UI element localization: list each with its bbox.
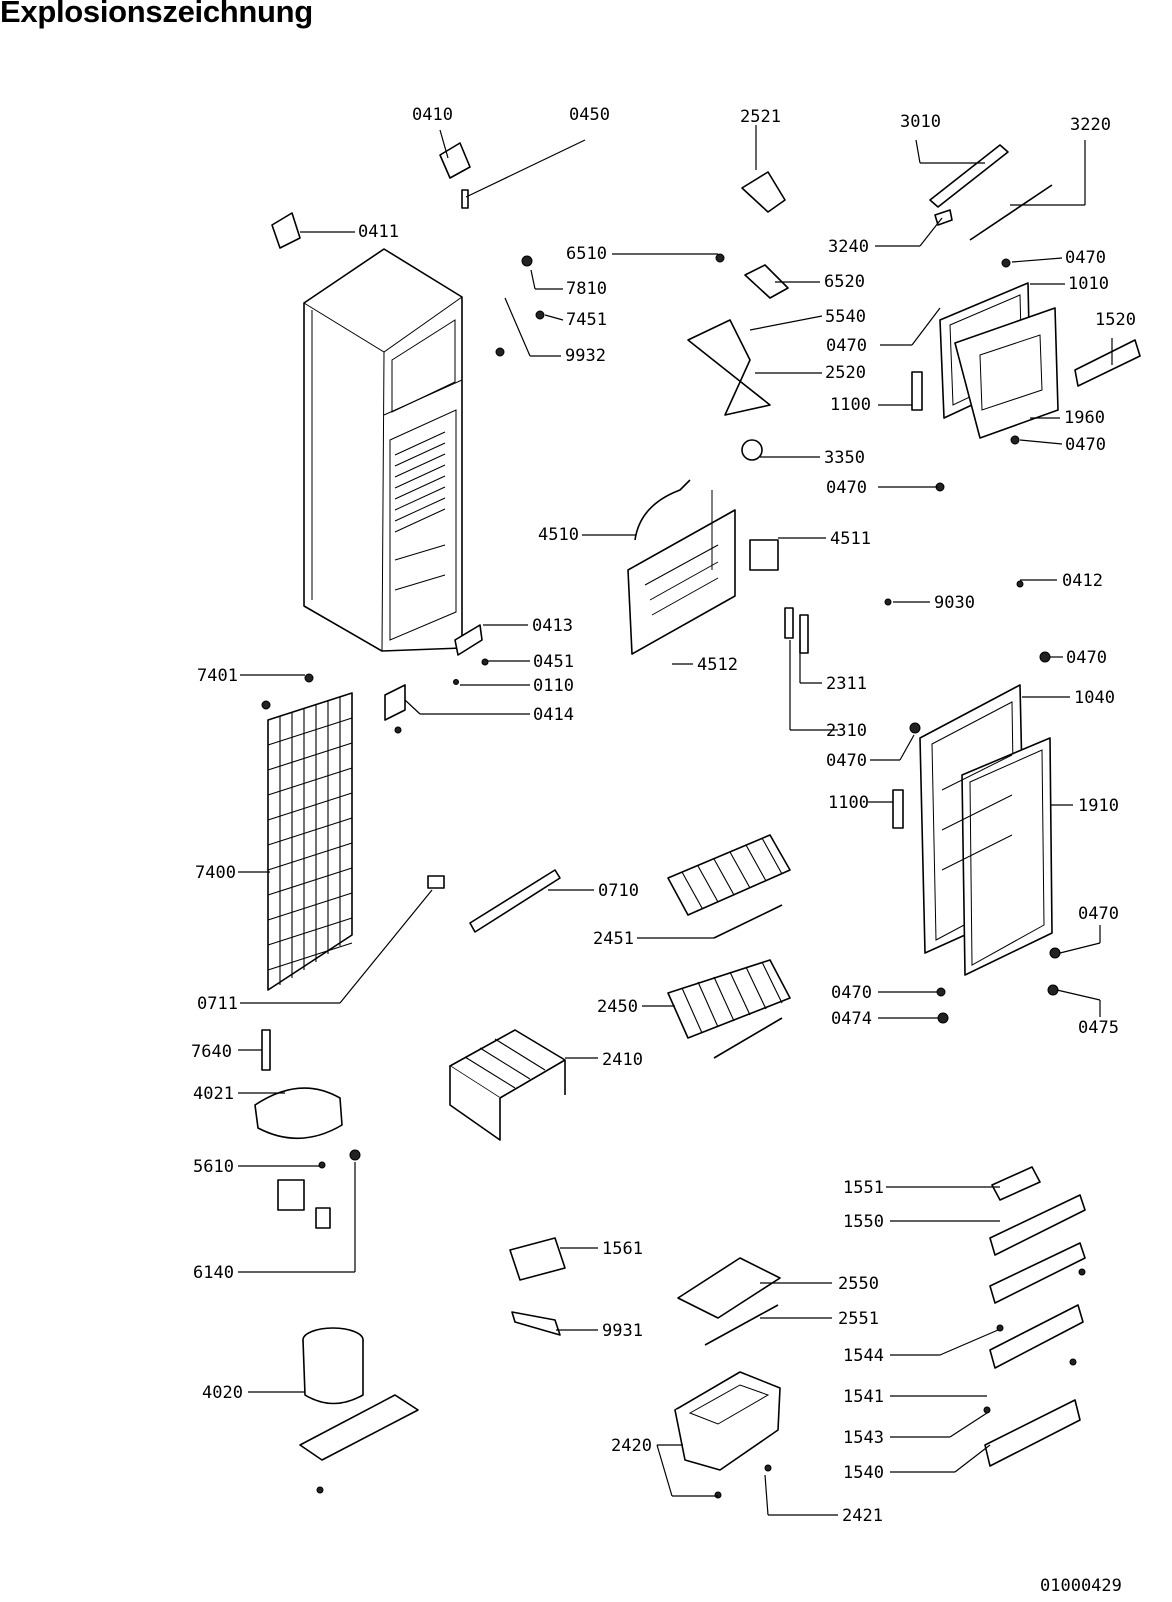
callout-0470-e: 0470 [1066, 648, 1107, 668]
callout-1100-b: 1100 [828, 793, 869, 813]
leader-lines [238, 125, 1113, 1516]
cabinet-body [303, 248, 463, 652]
small-parts [261, 142, 1141, 1499]
callout-5540: 5540 [825, 307, 866, 327]
callout-6140: 6140 [193, 1263, 234, 1283]
callout-3220: 3220 [1070, 115, 1111, 135]
callout-1910: 1910 [1078, 796, 1119, 816]
callout-0414: 0414 [533, 705, 574, 725]
callout-2551: 2551 [838, 1309, 879, 1329]
drawing-number: 01000429 [1040, 1576, 1122, 1596]
shelf-rail [469, 869, 561, 933]
callout-1040: 1040 [1074, 688, 1115, 708]
callout-9931: 9931 [602, 1321, 643, 1341]
callout-4021: 4021 [193, 1084, 234, 1104]
callout-2550: 2550 [838, 1274, 879, 1294]
callout-1540: 1540 [843, 1463, 884, 1483]
callout-3010: 3010 [900, 112, 941, 132]
callout-0413: 0413 [532, 616, 573, 636]
callout-0470-h: 0470 [831, 983, 872, 1003]
evaporator-plate [627, 479, 736, 655]
callout-7810: 7810 [566, 279, 607, 299]
callout-0411: 0411 [358, 222, 399, 242]
callout-9030: 9030 [934, 593, 975, 613]
glass-shelf [677, 1257, 781, 1346]
callout-0711: 0711 [197, 994, 238, 1014]
callout-5610: 5610 [193, 1157, 234, 1177]
callout-0110: 0110 [533, 676, 574, 696]
callout-1100-a: 1100 [830, 395, 871, 415]
callout-labels: 0410 0450 2521 3010 3220 0411 6510 3240 … [191, 105, 1136, 1526]
drip-tray [254, 1087, 343, 1140]
callout-0450: 0450 [569, 105, 610, 125]
callout-1541: 1541 [843, 1387, 884, 1407]
callout-4510: 4510 [538, 525, 579, 545]
wire-shelf-upper [667, 834, 791, 939]
callout-2410: 2410 [602, 1050, 643, 1070]
crisper-cover [449, 1029, 566, 1141]
callout-3240: 3240 [828, 237, 869, 257]
callout-0412: 0412 [1062, 571, 1103, 591]
callout-2420: 2420 [611, 1436, 652, 1456]
callout-3350: 3350 [824, 448, 865, 468]
wire-shelf-lower [667, 959, 791, 1059]
freezer-door [939, 282, 1059, 439]
callout-2450: 2450 [597, 997, 638, 1017]
callout-0710: 0710 [598, 881, 639, 901]
callout-6510: 6510 [566, 244, 607, 264]
callout-4512: 4512 [697, 655, 738, 675]
callout-4511: 4511 [830, 529, 871, 549]
callout-4020: 4020 [202, 1383, 243, 1403]
callout-0470-d: 0470 [826, 478, 867, 498]
callout-1551: 1551 [843, 1178, 884, 1198]
door-shelf-bottom [984, 1304, 1084, 1467]
callout-1010: 1010 [1068, 274, 1109, 294]
page-title: Explosionszeichnung [0, 0, 313, 29]
callout-9932: 9932 [565, 346, 606, 366]
condenser-grid [267, 692, 353, 991]
callout-0470-b: 0470 [826, 336, 867, 356]
callout-7400: 7400 [195, 863, 236, 883]
callout-0470-c: 0470 [1065, 435, 1106, 455]
callout-1544: 1544 [843, 1346, 884, 1366]
callout-6520: 6520 [824, 272, 865, 292]
callout-7401: 7401 [197, 666, 238, 686]
callout-1550: 1550 [843, 1212, 884, 1232]
compressor [299, 1327, 419, 1461]
callout-7451: 7451 [566, 310, 607, 330]
callout-2310: 2310 [826, 721, 867, 741]
callout-1960: 1960 [1064, 408, 1105, 428]
crisper-drawer [674, 1371, 781, 1471]
callout-2451: 2451 [593, 929, 634, 949]
door-shelf-top [989, 1166, 1086, 1304]
callout-1561: 1561 [602, 1239, 643, 1259]
callout-0470-f: 0470 [826, 751, 867, 771]
callout-0470-g: 0470 [1078, 904, 1119, 924]
callout-2521: 2521 [740, 107, 781, 127]
callout-2311: 2311 [826, 674, 867, 694]
callout-2421: 2421 [842, 1506, 883, 1526]
callout-2520: 2520 [825, 363, 866, 383]
callout-0474: 0474 [831, 1009, 872, 1029]
callout-7640: 7640 [191, 1042, 232, 1062]
callout-0470-a: 0470 [1065, 248, 1106, 268]
callout-0410: 0410 [412, 105, 453, 125]
callout-1543: 1543 [843, 1428, 884, 1448]
callout-0475: 0475 [1078, 1018, 1119, 1038]
fridge-door [919, 684, 1053, 976]
callout-0451: 0451 [533, 652, 574, 672]
callout-1520: 1520 [1095, 310, 1136, 330]
